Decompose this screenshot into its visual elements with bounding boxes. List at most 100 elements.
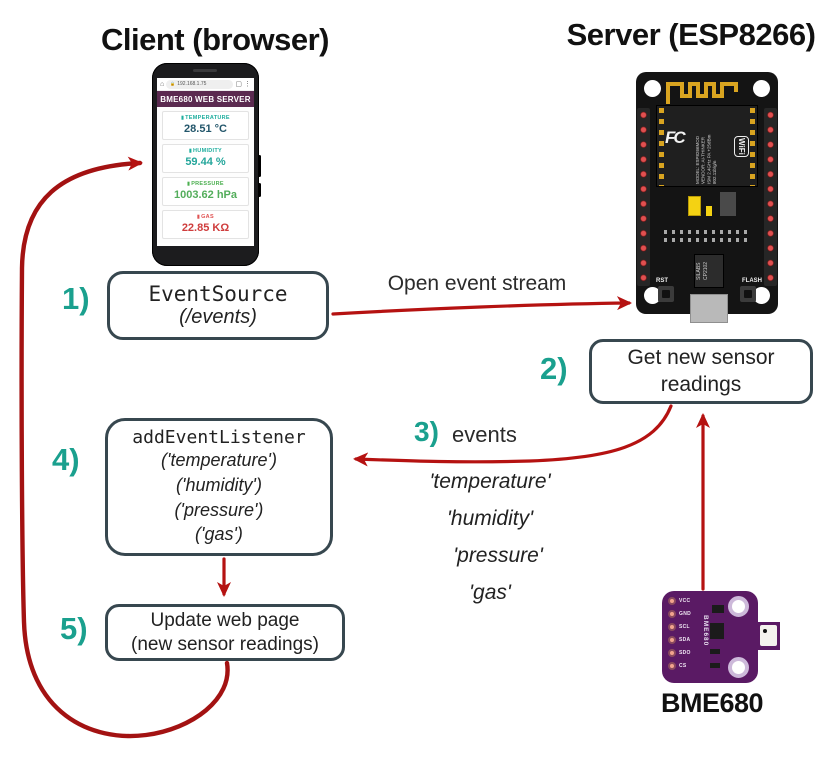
client-title: Client (browser) — [101, 22, 329, 57]
pin-header-left — [637, 108, 650, 286]
flash-button[interactable] — [740, 286, 756, 302]
droplet-icon: ▮ — [188, 148, 193, 154]
bme680-board-text: BME680 — [702, 615, 709, 647]
phone-speaker — [193, 69, 217, 72]
humidity-card: ▮HUMIDITY 59.44 % — [162, 144, 249, 173]
pin-sda: SDA — [668, 636, 690, 644]
step-5-number: 5) — [60, 611, 88, 646]
lock-icon: 🔒 — [170, 81, 176, 86]
solder-pads — [664, 238, 752, 242]
pin-vcc: VCC — [668, 597, 690, 605]
get-readings-box: Get new sensor readings — [589, 339, 813, 404]
tabs-icon[interactable]: ▢ — [235, 80, 242, 88]
mounting-hole — [644, 80, 661, 97]
step-1-number: 1) — [62, 281, 90, 316]
card-label: PRESSURE — [191, 181, 224, 187]
menu-icon[interactable]: ⋮ — [244, 80, 251, 88]
listener-arg: ('gas') — [195, 524, 243, 545]
get-readings-line1: Get new sensor — [627, 346, 775, 370]
card-label: GAS — [201, 214, 214, 220]
usb-connector — [690, 294, 728, 323]
eventsource-label: EventSource — [148, 282, 288, 306]
open-event-stream-label: Open event stream — [387, 272, 567, 295]
listener-arg: ('pressure') — [174, 499, 264, 520]
event-name-temperature: 'temperature' — [429, 470, 551, 493]
mounting-hole — [753, 80, 770, 97]
gas-value: 22.85 KΩ — [181, 222, 230, 234]
sensor-mounting-hole — [728, 596, 749, 617]
sensor-mounting-hole — [728, 657, 749, 678]
led-small — [706, 206, 712, 216]
arrow-open-event-stream — [331, 296, 632, 316]
usb-uart-chip: SILABS CP2102 — [694, 254, 724, 288]
server-title: Server (ESP8266) — [566, 17, 816, 52]
addeventlistener-label: addEventListener — [132, 426, 306, 448]
event-names-list: 'temperature' 'humidity' 'pressure' 'gas… — [400, 470, 580, 605]
pressure-card: ▮PRESSURE 1003.62 hPa — [162, 177, 249, 206]
pin-header-right — [764, 108, 777, 286]
phone-screen: ⌂ 🔒 192.168.1.75 ▢ ⋮ BME680 WEB SERVER ▮… — [157, 78, 254, 246]
addeventlistener-box: addEventListener ('temperature') ('humid… — [105, 418, 333, 556]
sensor-package — [760, 625, 777, 646]
events-path-label: (/events) — [179, 306, 257, 328]
pressure-value: 1003.62 hPa — [174, 189, 237, 201]
pin-sdo: SDO — [668, 649, 691, 657]
update-page-line1: Update web page — [150, 609, 300, 631]
humidity-value: 59.44 % — [185, 156, 226, 168]
module-text: MODEL: ESP8266MOD VENDOR: AI-THINKER ISM… — [695, 134, 717, 184]
esp12-module: FC MODEL: ESP8266MOD VENDOR: AI-THINKER … — [656, 105, 758, 187]
event-name-pressure: 'pressure' — [453, 544, 543, 567]
url-bar[interactable]: 🔒 192.168.1.75 — [166, 79, 234, 89]
thermometer-icon: ▮ — [181, 115, 185, 121]
mounting-hole — [644, 287, 661, 304]
step-3-number: 3) — [414, 416, 439, 447]
gas-card: ▮GAS 22.85 KΩ — [162, 210, 249, 239]
browser-chrome: ⌂ 🔒 192.168.1.75 ▢ ⋮ — [157, 78, 254, 91]
bme680-caption: BME680 — [660, 688, 764, 718]
update-page-line2: (new sensor readings) — [131, 633, 319, 655]
temperature-card: ▮TEMPERATURE 28.51 °C — [162, 111, 249, 140]
sensor-component — [710, 663, 720, 668]
webpage-header: BME680 WEB SERVER — [157, 91, 254, 107]
castellation-left — [659, 108, 664, 186]
phone-volume-button — [258, 155, 261, 177]
rst-label: RST — [656, 278, 668, 284]
listener-arg: ('temperature') — [161, 449, 277, 470]
castellation-right — [750, 108, 755, 186]
url-text: 192.168.1.75 — [177, 81, 207, 87]
event-name-humidity: 'humidity' — [446, 507, 534, 530]
pin-scl: SCL — [668, 623, 690, 631]
events-label: events — [452, 422, 517, 447]
step-4-number: 4) — [52, 442, 80, 477]
wifi-antenna-trace — [666, 82, 738, 104]
solder-pads — [664, 230, 752, 234]
mounting-hole — [753, 287, 770, 304]
sensor-ic — [710, 623, 724, 639]
pin-gnd: GND — [668, 610, 691, 618]
fcc-logo: FC — [665, 128, 686, 147]
led — [688, 196, 701, 216]
sensor-component — [710, 649, 720, 654]
phone-mockup: ⌂ 🔒 192.168.1.75 ▢ ⋮ BME680 WEB SERVER ▮… — [152, 63, 261, 266]
flash-label: FLASH — [742, 278, 762, 284]
eventsource-box: EventSource (/events) — [107, 271, 329, 340]
temperature-value: 28.51 °C — [184, 123, 227, 135]
listener-arg: ('humidity') — [176, 474, 262, 495]
step-2-number: 2) — [540, 351, 568, 386]
home-icon[interactable]: ⌂ — [160, 80, 165, 88]
gauge-icon: ▮ — [187, 181, 191, 187]
event-name-gas: 'gas' — [469, 581, 511, 604]
bme680-sensor: VCC GND SCL SDA SDO CS BME680 — [662, 591, 780, 683]
wifi-label: WiFi — [734, 136, 749, 157]
regulator-chip — [720, 192, 736, 216]
get-readings-line2: readings — [660, 372, 742, 396]
sensor-cards: ▮TEMPERATURE 28.51 °C ▮HUMIDITY 59.44 % … — [157, 107, 254, 243]
esp8266-board: FC MODEL: ESP8266MOD VENDOR: AI-THINKER … — [636, 72, 778, 323]
rst-button[interactable] — [658, 286, 674, 302]
wind-icon: ▮ — [197, 214, 201, 220]
sensor-component — [712, 605, 724, 613]
update-page-box: Update web page (new sensor readings) — [105, 604, 345, 661]
pin-cs: CS — [668, 662, 687, 670]
card-label: TEMPERATURE — [185, 115, 230, 121]
